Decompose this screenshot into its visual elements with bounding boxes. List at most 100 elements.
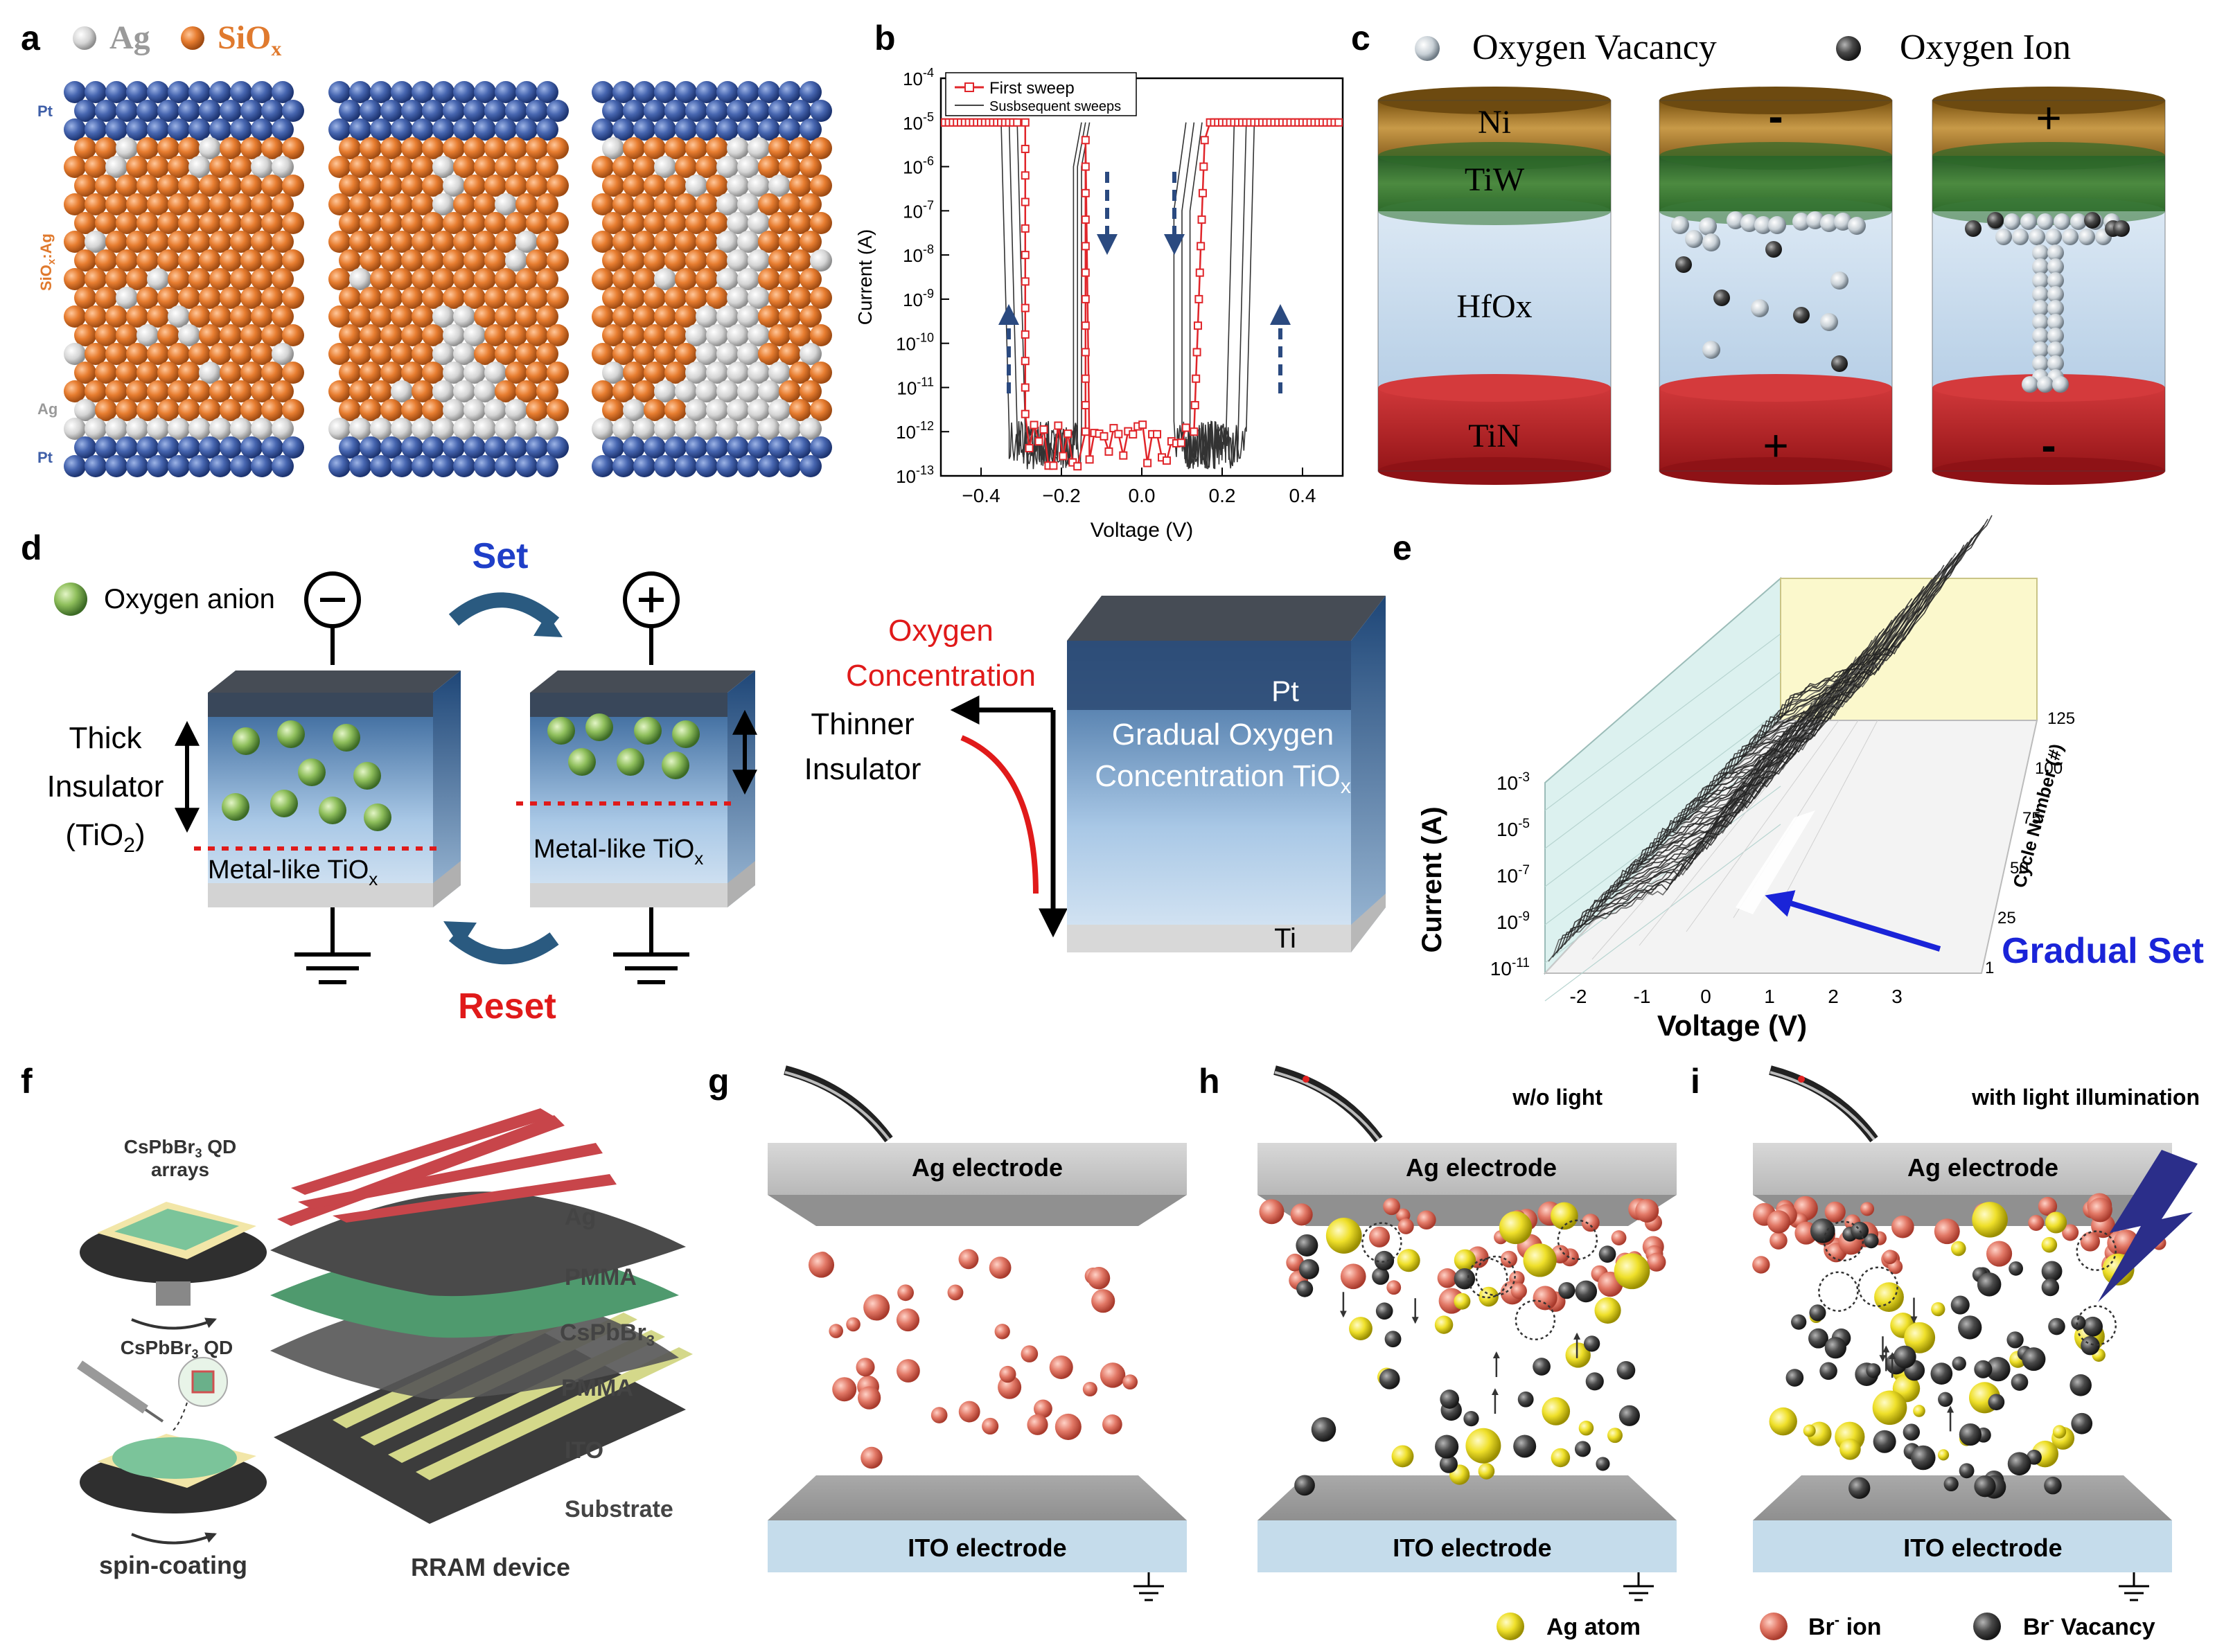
atom [800,305,822,328]
atom [716,118,739,141]
atom [282,100,304,122]
first-sweep-marker [1063,429,1073,438]
atom [74,100,96,122]
br-ion [1397,1218,1414,1234]
electrode-structures [768,1065,2172,1601]
panel-b: b 10-410-510-610-710-810-910-1010-1110-1… [854,19,1344,542]
atom [349,268,371,290]
atom [810,249,832,272]
reset-arrow [448,929,559,965]
atom [779,118,801,141]
ag-atom [1950,1241,1966,1256]
atom [251,343,273,365]
atom [758,156,780,178]
atom [748,175,770,197]
cyl-ni-bottom [1932,142,2165,170]
atom [105,305,127,328]
atom [349,418,371,440]
atom [272,118,294,141]
qd-label: CsPbBr3 QD [121,1337,233,1361]
atom [85,268,107,290]
br-ion [982,1417,999,1435]
reset-arrow-head [443,921,477,948]
atom [339,212,361,234]
br-vacancy [2069,1374,2092,1396]
atom [74,175,96,197]
atom [789,249,811,272]
atom [758,268,780,290]
atom [505,137,527,159]
dotted-highlight [2076,1230,2117,1271]
br-ion [1417,1210,1436,1230]
atom [209,305,231,328]
br-vacancy [1988,1394,2005,1411]
oxygen-anion [547,717,575,745]
atom [547,362,569,384]
br-vacancy [2011,1374,2029,1391]
ag-strip-2 [291,1108,554,1195]
bottom-electrode [1257,1520,1677,1572]
first-sweep-marker [1081,268,1090,277]
layer-ag-label: Ag [565,1204,596,1230]
atom [484,324,506,346]
atom [810,212,832,234]
atom [612,156,635,178]
atom [251,268,273,290]
panel-c-letter: c [1351,19,1370,57]
y-tick-label: 10-12 [896,419,934,443]
atom [592,231,614,253]
br-vacancy [1616,1361,1636,1380]
ag-atom [1565,1342,1591,1368]
oxygen-vacancy [1834,213,1852,231]
probe-highlight [784,1071,890,1141]
atom [230,156,252,178]
thick-label: Thick [69,721,142,755]
oxygen-anion [270,790,298,817]
atom [126,193,148,215]
atom [810,137,832,159]
atom [230,118,252,141]
br-vacancy [1930,1362,1953,1385]
br-ion [1290,1203,1313,1226]
atom [789,175,811,197]
oxygen-ion [1793,307,1810,323]
atom [251,231,273,253]
br-vacancy [1583,1335,1600,1352]
atom [339,100,361,122]
atom [85,343,107,365]
cycle-curve [1783,515,1993,716]
first-sweep-marker [1021,383,1030,392]
panel-g-letter: g [708,1062,730,1101]
br-ion [1934,1218,1960,1245]
atom [464,287,486,309]
first-sweep-marker [1162,456,1171,465]
dotted-highlight [1467,1257,1508,1299]
atom [727,436,749,459]
atom [380,249,403,272]
first-sweep-marker [1190,427,1199,436]
oxygen-vacancy [2070,213,2087,230]
atom [685,100,707,122]
atom [768,362,791,384]
box-side [433,670,461,907]
oxygen-anion [585,713,613,741]
iv-y-label: Current (A) [854,229,876,325]
atom [536,268,558,290]
atom [95,175,117,197]
atom [758,231,780,253]
grid-line [1544,747,1781,925]
atom [230,343,252,365]
atom [432,156,454,178]
atom [602,137,624,159]
atom [412,156,434,178]
atom [779,455,801,477]
br-vacancy [1296,1234,1318,1256]
atom [623,399,645,421]
atom [116,212,138,234]
atom [199,137,221,159]
atom [800,418,822,440]
atom [412,380,434,402]
atom [474,380,496,402]
atom [199,436,221,459]
atom [800,268,822,290]
